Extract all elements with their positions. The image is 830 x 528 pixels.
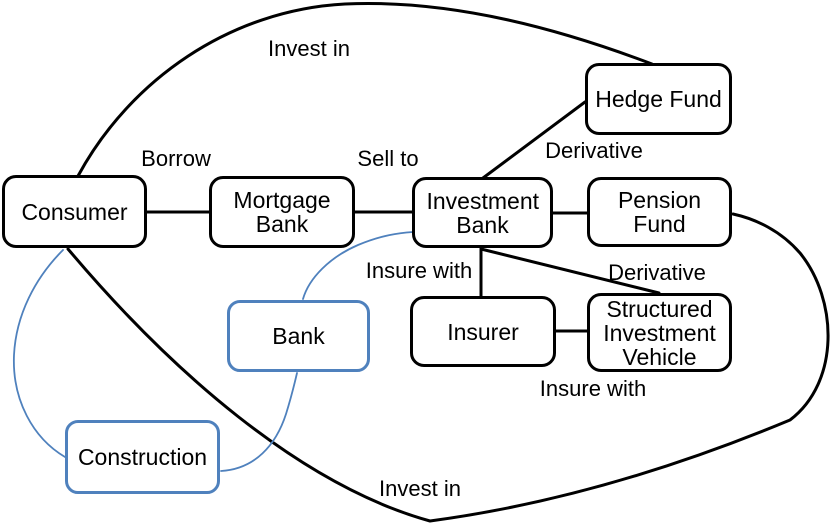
- node-insurer: Insurer: [410, 296, 556, 367]
- node-construction-label: Construction: [77, 444, 208, 470]
- edge-construction-bank: [220, 372, 298, 472]
- node-structured-investment-vehicle: Structured Investment Vehicle: [587, 293, 732, 372]
- node-mortgage-bank-label: Mortgage Bank: [233, 187, 331, 237]
- edge-investment-bank-siv: [479, 247, 661, 295]
- edge-label-sell-to: Sell to: [357, 146, 419, 171]
- edge-label-derivative-hedge-fund: Derivative: [545, 138, 643, 163]
- edge-consumer-construction: [13, 249, 66, 458]
- node-consumer-label: Consumer: [21, 198, 128, 225]
- edge-investment-bank-hedge-fund: [481, 100, 587, 180]
- edge-label-derivative-siv: Derivative: [608, 260, 706, 285]
- edge-label-borrow: Borrow: [141, 146, 211, 171]
- node-bank: Bank: [227, 300, 370, 372]
- node-investment-bank: Investment Bank: [412, 177, 553, 248]
- edge-label-insure-with-siv: Insure with: [539, 376, 647, 401]
- edge-label-insure-with-insurer: Insure with: [365, 258, 473, 283]
- edge-consumer-pension-fund: [66, 212, 830, 523]
- node-construction: Construction: [65, 420, 220, 494]
- edge-label-invest-in-top: Invest in: [268, 36, 350, 61]
- node-hedge-fund: Hedge Fund: [585, 63, 732, 135]
- node-investment-bank-label: Investment Bank: [426, 187, 540, 238]
- node-structured-investment-vehicle-label: Structured Investment Vehicle: [603, 295, 716, 370]
- node-insurer-label: Insurer: [447, 318, 519, 345]
- node-mortgage-bank: Mortgage Bank: [209, 176, 355, 248]
- node-hedge-fund-label: Hedge Fund: [595, 86, 722, 112]
- node-pension-fund-label: Pension Fund: [617, 187, 702, 237]
- node-consumer: Consumer: [2, 175, 147, 248]
- edge-consumer-hedge-fund: [76, 2, 654, 178]
- node-bank-label: Bank: [272, 323, 325, 349]
- edge-label-invest-in-bottom: Invest in: [379, 476, 461, 501]
- node-pension-fund: Pension Fund: [587, 177, 732, 247]
- edge-bank-investment-bank: [302, 231, 414, 300]
